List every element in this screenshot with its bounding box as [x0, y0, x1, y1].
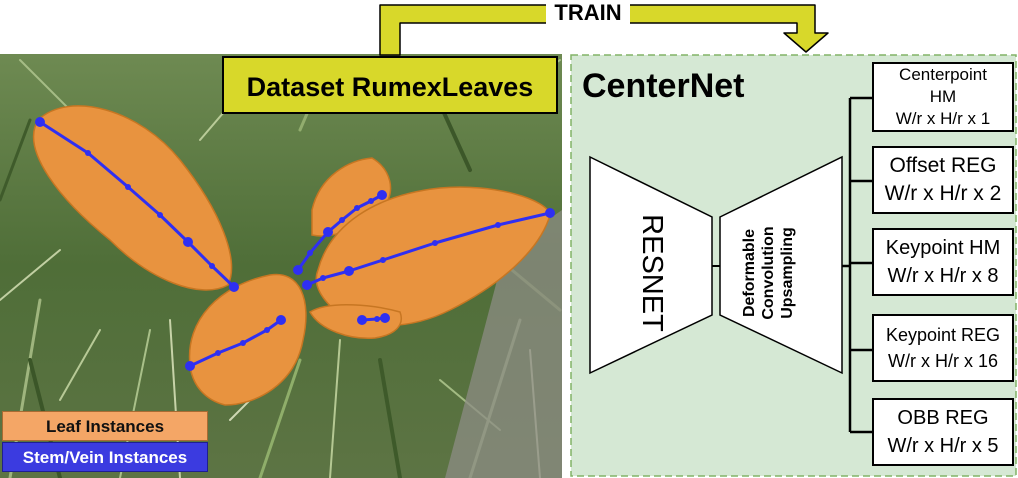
head-title: Keypoint REG	[885, 325, 1001, 345]
resnet-encoder	[589, 155, 713, 375]
head-centerpoint-hm: Centerpoint HM W/r x H/r x 1	[872, 62, 1014, 132]
legend-leaf-instances: Leaf Instances	[2, 411, 208, 441]
head-title: Offset REG	[889, 154, 997, 177]
head-obb-reg: OBB REG W/r x H/r x 5	[872, 398, 1014, 466]
legend-stem-instances: Stem/Vein Instances	[2, 442, 208, 472]
head-keypoint-reg: Keypoint REG W/r x H/r x 16	[872, 314, 1014, 382]
leaf-photo	[0, 54, 562, 478]
dataset-title: Dataset RumexLeaves	[222, 56, 558, 114]
head-shape: W/r x H/r x 1	[895, 109, 991, 128]
centernet-title: CenterNet	[582, 67, 745, 105]
head-title: Centerpoint	[899, 65, 987, 84]
head-connectors	[842, 96, 872, 434]
leaf-5	[308, 304, 402, 339]
upsampling-decoder	[719, 155, 843, 375]
head-title-2: HM	[929, 87, 957, 106]
head-title: Keypoint HM	[885, 237, 1001, 259]
leaf-1	[32, 105, 233, 291]
head-offset-reg: Offset REG W/r x H/r x 2	[872, 146, 1014, 214]
train-label: TRAIN	[546, 0, 630, 26]
pavement	[445, 210, 562, 478]
decoder-line-3: Upsampling	[779, 227, 796, 319]
resnet-label: RESNET	[636, 214, 668, 332]
head-shape: W/r x H/r x 8	[887, 265, 999, 287]
decoder-line-2: Convolution	[760, 226, 777, 320]
head-keypoint-hm: Keypoint HM W/r x H/r x 8	[872, 228, 1014, 296]
head-shape: W/r x H/r x 5	[887, 435, 999, 457]
stem-keypoints	[35, 117, 555, 371]
decoder-line-1: Deformable	[741, 228, 758, 318]
head-shape: W/r x H/r x 16	[887, 351, 998, 371]
decoder-label: Deformable Convolution Upsampling	[740, 203, 800, 343]
train-arrow	[379, 4, 829, 56]
head-title: OBB REG	[897, 407, 989, 429]
head-shape: W/r x H/r x 2	[884, 182, 1002, 205]
